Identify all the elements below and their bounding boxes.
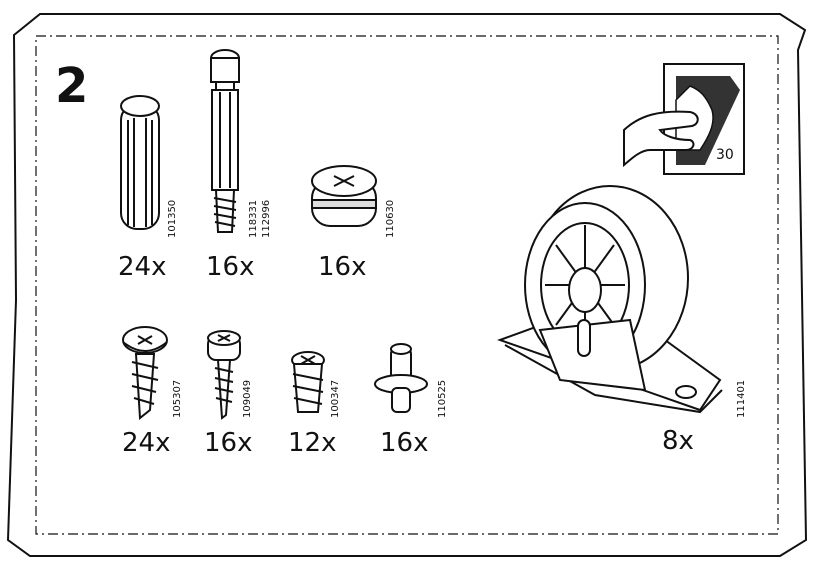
part-code: 105307 xyxy=(172,379,183,418)
part-quantity: 16x xyxy=(318,252,367,282)
wooden-dowel-icon xyxy=(120,95,160,230)
part-code: 100347 xyxy=(330,379,341,418)
part-quantity: 8x xyxy=(662,426,694,456)
part-quantity: 24x xyxy=(122,428,171,458)
part-quantity: 12x xyxy=(288,428,337,458)
flat-head-screw-icon xyxy=(122,326,168,420)
part-code: 110630 xyxy=(385,199,396,238)
step-number: 2 xyxy=(55,58,89,114)
cam-lock-icon xyxy=(311,165,377,227)
part-code: 110525 xyxy=(437,379,448,418)
part-code: 109049 xyxy=(242,379,253,418)
part-code: 118331 xyxy=(248,199,259,238)
round-head-screw-icon xyxy=(207,330,241,420)
part-code: 111401 xyxy=(736,379,747,418)
page-reference: 30 xyxy=(716,147,734,163)
manual-page-icon xyxy=(623,63,745,175)
part-code-alt: 112996 xyxy=(261,199,272,238)
part-quantity: 16x xyxy=(380,428,429,458)
bag-outline xyxy=(6,13,808,557)
part-quantity: 24x xyxy=(118,252,167,282)
part-quantity: 16x xyxy=(204,428,253,458)
part-code: 101350 xyxy=(167,199,178,238)
short-screw-icon xyxy=(291,351,325,413)
caster-wheel-icon xyxy=(497,185,723,414)
cam-bolt-icon xyxy=(210,49,240,233)
part-quantity: 16x xyxy=(206,252,255,282)
shelf-pin-icon xyxy=(374,343,428,413)
